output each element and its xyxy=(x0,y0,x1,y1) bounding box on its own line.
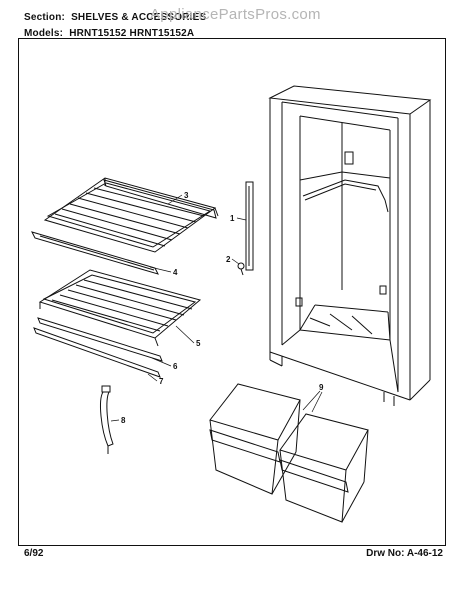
drawing-number: Drw No: A-46-12 xyxy=(366,548,443,559)
callout-2: 2 xyxy=(226,255,231,264)
callout-7: 7 xyxy=(159,377,164,386)
callout-4: 4 xyxy=(173,268,178,277)
shelf-trim-upper xyxy=(31,231,159,275)
section-title: Section: SHELVES & ACCESSORIES xyxy=(24,12,206,23)
revision-date: 6/92 xyxy=(24,548,44,559)
wire-shelf-upper xyxy=(43,177,219,253)
section-label: Section: xyxy=(24,12,66,23)
callout-5: 5 xyxy=(196,339,201,348)
callout-9: 9 xyxy=(319,383,324,392)
wire-shelf-lower xyxy=(38,269,202,347)
leader-lines xyxy=(110,194,323,422)
callout-3: 3 xyxy=(184,191,189,200)
models-line: Models: HRNT15152 HRNT15152A xyxy=(24,28,194,39)
crisper-drawer-left xyxy=(209,383,301,495)
shelf-trim-7 xyxy=(33,327,161,378)
diagram-frame xyxy=(18,38,446,546)
vertical-rail xyxy=(245,181,254,271)
section-value: SHELVES & ACCESSORIES xyxy=(71,12,207,23)
callout-6: 6 xyxy=(173,362,178,371)
screw xyxy=(237,262,245,276)
watermark: AppliancePartsPros.com xyxy=(150,6,321,23)
models-value: HRNT15152 HRNT15152A xyxy=(69,28,195,39)
tube-part xyxy=(100,385,114,454)
crisper-drawer-right xyxy=(279,413,369,523)
models-label: Models: xyxy=(24,28,64,39)
callout-8: 8 xyxy=(121,416,126,425)
callout-1: 1 xyxy=(230,214,235,223)
refrigerator-cabinet xyxy=(268,85,432,406)
shelf-trim-6 xyxy=(37,317,163,362)
